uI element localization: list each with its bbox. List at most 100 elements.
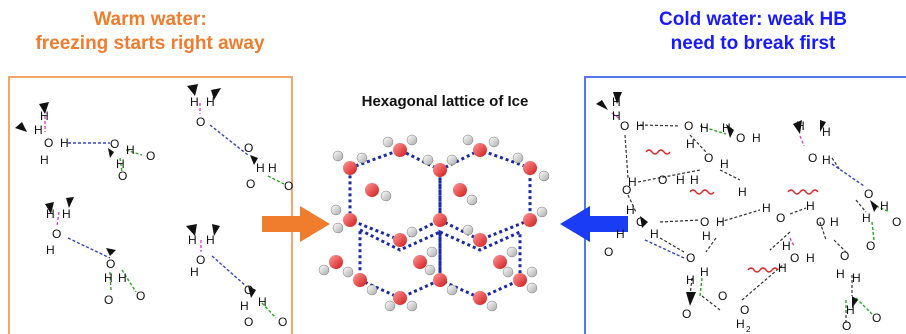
atom-label: O bbox=[604, 245, 613, 259]
broken-bond-marks bbox=[645, 149, 819, 273]
warm-cluster-4 bbox=[186, 224, 277, 319]
cold-water-title: Cold water: weak HB need to break first bbox=[600, 8, 906, 56]
left-arrow-icon bbox=[560, 206, 628, 242]
atom-label: H bbox=[782, 239, 791, 253]
atom-label: O bbox=[278, 315, 287, 329]
atom-label: O bbox=[842, 319, 851, 333]
atom-label: H bbox=[852, 271, 861, 285]
atom-label: O bbox=[892, 215, 901, 229]
ice-oxygen-atoms bbox=[329, 143, 537, 305]
atom-label: H bbox=[736, 317, 745, 331]
atom-label: H bbox=[268, 161, 277, 175]
atom-label: O bbox=[110, 137, 119, 151]
atom-label: H bbox=[206, 95, 215, 109]
atom-label: H bbox=[240, 299, 249, 313]
atom-label: H bbox=[700, 121, 709, 135]
atom-label: H bbox=[104, 271, 113, 285]
atom-label: H bbox=[188, 233, 197, 247]
cold-title-line1: Cold water: weak HB bbox=[659, 9, 847, 30]
warm-molecules bbox=[15, 84, 285, 319]
atom-label: H bbox=[762, 201, 771, 215]
atom-label: H bbox=[190, 95, 199, 109]
atom-label: O bbox=[104, 293, 113, 307]
atom-label: H bbox=[836, 267, 845, 281]
ice-lattice-title: Hexagonal lattice of Ice bbox=[361, 93, 529, 110]
atom-label: O bbox=[196, 115, 205, 129]
atom-label: O bbox=[816, 215, 825, 229]
atom-label: H bbox=[822, 125, 831, 139]
atom-label: O bbox=[776, 211, 785, 225]
atom-label: O bbox=[686, 251, 695, 265]
atom-label: O bbox=[704, 151, 713, 165]
atom-label: H bbox=[258, 295, 267, 309]
atom-label: H bbox=[686, 273, 695, 287]
warm-cluster-1 bbox=[15, 102, 143, 173]
atom-label: O bbox=[244, 283, 253, 297]
atom-label: O bbox=[636, 215, 645, 229]
atom-label: H bbox=[116, 157, 125, 171]
atom-label: O bbox=[244, 315, 253, 329]
ice-lattice bbox=[318, 134, 550, 312]
atom-label: H bbox=[612, 109, 621, 123]
atom-label: O bbox=[872, 311, 881, 325]
atom-label: H bbox=[256, 161, 265, 175]
atom-label: H bbox=[636, 119, 645, 133]
warm-atom-labels: H H O H H O H O H O H H O O H H O O H H … bbox=[34, 95, 293, 329]
atom-label: H bbox=[626, 203, 635, 217]
warm-cluster-2 bbox=[187, 84, 285, 185]
atom-label: H bbox=[720, 157, 729, 171]
atom-label: H bbox=[62, 207, 71, 221]
atom-label: H bbox=[650, 227, 659, 241]
atom-label: H bbox=[46, 243, 55, 257]
atom-label: H bbox=[34, 123, 43, 137]
atom-label: H bbox=[690, 173, 699, 187]
atom-label: O bbox=[622, 183, 631, 197]
atom-label: O bbox=[658, 173, 667, 187]
atom-label: H bbox=[612, 95, 621, 109]
warm-cluster-3 bbox=[45, 197, 137, 293]
atom-label: H bbox=[686, 137, 695, 151]
atom-label: H bbox=[880, 199, 889, 213]
atom-label: H bbox=[862, 211, 871, 225]
atom-label: H bbox=[676, 173, 685, 187]
warm-water-title: Warm water: freezing starts right away bbox=[0, 8, 300, 56]
ice-hydrogen-atoms bbox=[318, 134, 550, 312]
cold-title-line2: need to break first bbox=[670, 33, 836, 54]
atom-label: H bbox=[796, 119, 805, 133]
atom-label: H bbox=[40, 109, 49, 123]
atom-label: O bbox=[864, 187, 873, 201]
atom-label: H bbox=[738, 185, 747, 199]
atom-label: H bbox=[822, 153, 831, 167]
atom-label: O bbox=[718, 289, 727, 303]
atom-label: O bbox=[284, 179, 293, 193]
atom-label: H bbox=[118, 271, 127, 285]
atom-label: H bbox=[806, 199, 815, 213]
atom-label: H bbox=[628, 175, 637, 189]
atom-label: H bbox=[206, 233, 215, 247]
atom-label: O bbox=[106, 257, 115, 271]
atom-label: O bbox=[246, 177, 255, 191]
atom-label: H bbox=[126, 143, 135, 157]
atom-label: H bbox=[46, 207, 55, 221]
subscript-2: 2 bbox=[746, 325, 751, 334]
atom-label: O bbox=[700, 215, 709, 229]
atom-label: O bbox=[118, 169, 127, 183]
atom-label: H bbox=[830, 215, 839, 229]
atom-label: O bbox=[44, 136, 53, 150]
atom-label: H bbox=[616, 227, 625, 241]
atom-label: H bbox=[190, 265, 199, 279]
warm-water-panel bbox=[8, 76, 293, 334]
atom-label: O bbox=[736, 131, 745, 145]
atom-label: O bbox=[866, 239, 875, 253]
atom-label: O bbox=[52, 227, 61, 241]
atom-label: H bbox=[778, 261, 787, 275]
atom-label: H bbox=[846, 303, 855, 317]
atom-label: O bbox=[808, 151, 817, 165]
atom-label: O bbox=[136, 289, 145, 303]
right-arrow-icon bbox=[262, 206, 330, 242]
atom-label: H bbox=[700, 265, 709, 279]
atom-label: H bbox=[716, 215, 725, 229]
atom-label: O bbox=[682, 307, 691, 321]
atom-label: H bbox=[702, 229, 711, 243]
